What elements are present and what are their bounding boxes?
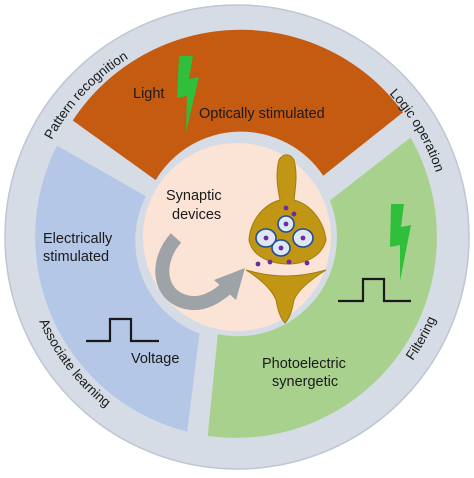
center-label-line2: devices (172, 207, 221, 223)
photoelectric-label-line2: synergetic (272, 374, 338, 390)
electrical-label-line1: Electrically (43, 231, 113, 247)
electrical-segment (35, 145, 200, 432)
electrical-label-line2: stimulated (43, 249, 109, 265)
center-label-line1: Synaptic (166, 188, 222, 204)
square-pulse-icon (338, 277, 411, 303)
photoelectric-segment (207, 137, 437, 438)
light-label: Light (133, 86, 164, 102)
square-pulse-icon (86, 317, 159, 343)
optical-segment (72, 29, 404, 181)
lightning-icon (177, 56, 199, 132)
optically-stimulated-label: Optically stimulated (199, 106, 325, 122)
lightning-icon (390, 204, 411, 281)
synapse-icon (245, 154, 327, 324)
voltage-label: Voltage (131, 351, 179, 367)
curved-arrow-icon (155, 233, 245, 311)
photoelectric-label-line1: Photoelectric (262, 356, 346, 372)
